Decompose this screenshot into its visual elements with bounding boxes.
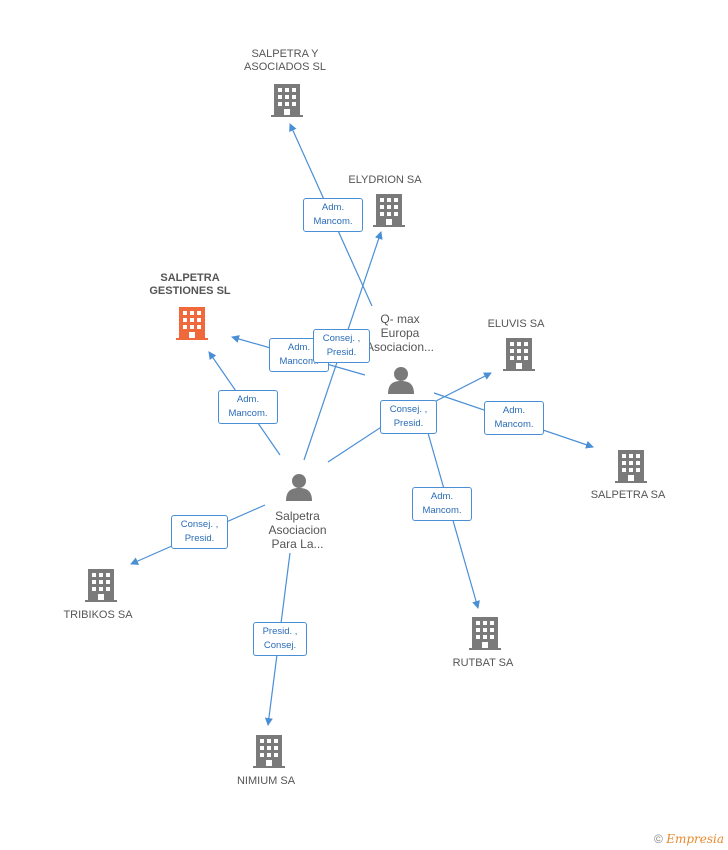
edge-role-label: Consej. , Presid. xyxy=(313,329,370,363)
company-label-nimium[interactable]: NIMIUM SA xyxy=(236,775,296,787)
company-label-eluvis[interactable]: ELUVIS SA xyxy=(487,318,545,330)
company-label-salpetra-gestiones[interactable]: SALPETRA GESTIONES SL xyxy=(149,272,231,297)
building-icon-tribikos[interactable] xyxy=(85,569,117,602)
person-icon-qmax[interactable] xyxy=(388,367,414,394)
company-label-salpetra-y[interactable]: SALPETRA Y ASOCIADOS SL xyxy=(244,48,326,73)
company-label-tribikos[interactable]: TRIBIKOS SA xyxy=(63,609,133,621)
building-icon-salpetra-gestiones[interactable] xyxy=(176,307,208,340)
building-icon-eluvis[interactable] xyxy=(503,338,535,371)
person-label-salpetra-asociacion[interactable]: Salpetra Asociacion Para La... xyxy=(268,509,327,551)
edge-role-label: Adm. Mancom. xyxy=(412,487,472,521)
building-icon-salpetra-sa[interactable] xyxy=(615,450,647,483)
building-icon-salpetra-y[interactable] xyxy=(271,84,303,117)
building-icon-elydrion[interactable] xyxy=(373,194,405,227)
edge-line-qmax-eluvis xyxy=(433,372,492,403)
edge-role-label: Adm. Mancom. xyxy=(484,401,544,435)
building-icon-nimium[interactable] xyxy=(253,735,285,768)
person-label-qmax[interactable]: Q- max Europa Asociacion... xyxy=(365,312,435,354)
edge-role-label: Adm. Mancom. xyxy=(218,390,278,424)
footer-brand[interactable]: © Empresia xyxy=(654,832,724,846)
company-label-rutbat[interactable]: RUTBAT SA xyxy=(452,657,514,669)
company-label-salpetra-sa[interactable]: SALPETRA SA xyxy=(590,489,666,501)
edge-role-label: Presid. , Consej. xyxy=(253,622,307,656)
brand-logo: Empresia xyxy=(666,832,724,846)
building-icon-rutbat[interactable] xyxy=(469,617,501,650)
edge-role-label: Consej. , Presid. xyxy=(380,400,437,434)
edge-role-label: Consej. , Presid. xyxy=(171,515,228,549)
edge-role-label: Adm. Mancom. xyxy=(303,198,363,232)
person-icon-salpetra-asociacion[interactable] xyxy=(286,474,312,501)
copyright-icon: © xyxy=(654,832,663,846)
company-label-elydrion[interactable]: ELYDRION SA xyxy=(348,174,422,186)
